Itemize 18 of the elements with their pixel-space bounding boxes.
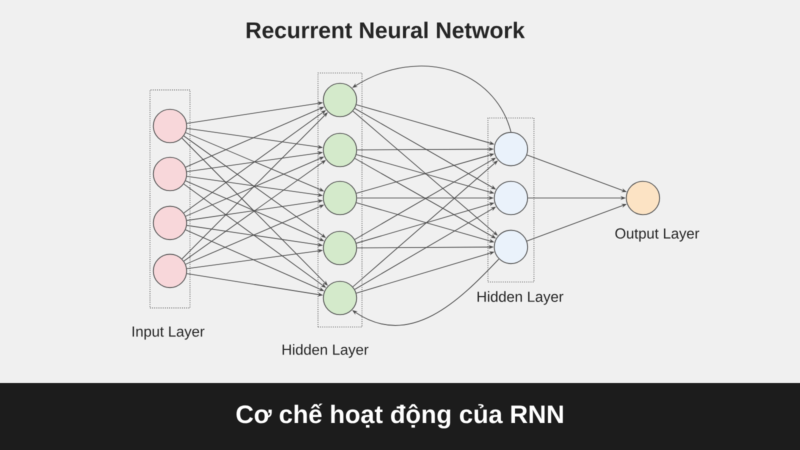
neuron-circle bbox=[322, 180, 358, 216]
neuron-circle bbox=[322, 280, 358, 316]
layer-label: Hidden Layer bbox=[278, 341, 372, 360]
layer-label: Hidden Layer bbox=[474, 288, 566, 308]
caption-bar: Cơ chế hoạt động của RNN bbox=[0, 382, 800, 450]
neuron-circle bbox=[322, 132, 358, 168]
neuron-circle bbox=[152, 254, 188, 288]
layer-label: Output Layer bbox=[612, 226, 702, 244]
neuron-circle bbox=[494, 230, 528, 264]
neuron-circle bbox=[152, 206, 188, 240]
neuron-circle bbox=[152, 108, 188, 144]
neuron-circle bbox=[322, 230, 358, 266]
neuron-circle bbox=[494, 180, 528, 216]
neuron-circle bbox=[494, 132, 528, 166]
layer-label: Input Layer bbox=[128, 324, 208, 342]
neuron-circle bbox=[322, 82, 358, 118]
title: Recurrent Neural Network bbox=[246, 22, 525, 38]
neuron-circle bbox=[152, 156, 188, 192]
